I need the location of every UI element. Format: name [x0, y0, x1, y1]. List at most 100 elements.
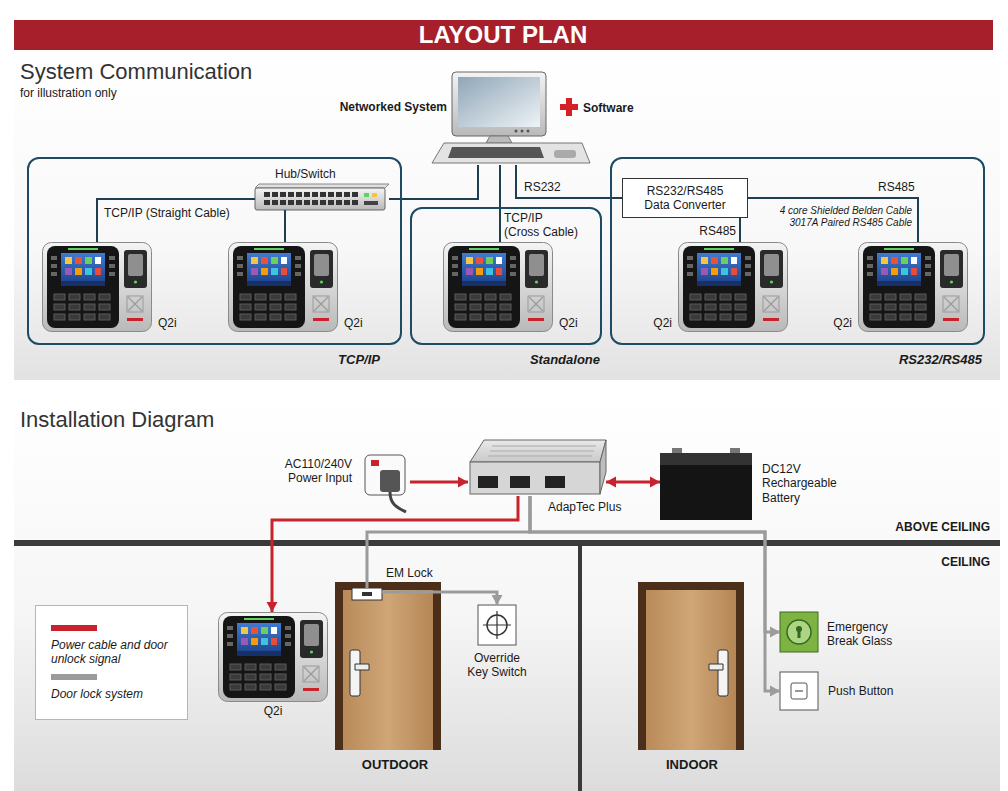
device-node: Q2i [678, 242, 788, 332]
section-heading: Installation Diagram [20, 408, 214, 432]
adaptec-illustration-part [510, 476, 530, 488]
legend-text: Door lock system [51, 687, 179, 701]
indoor-door-part [718, 650, 728, 696]
override-key-switch-illustration-part [478, 605, 516, 645]
computer-illustration-part [432, 143, 590, 163]
break-glass-node: Emergency Break Glass [780, 612, 818, 652]
title-text: LAYOUT PLAN [419, 21, 587, 50]
legend-swatch [51, 625, 97, 631]
computer-illustration-part [515, 130, 518, 133]
connector [530, 496, 780, 638]
computer-illustration-part [448, 147, 544, 158]
em-lock-node: EM Lock [352, 588, 382, 600]
cable-note: 4 core Shielded Belden Cable 3017A Paire… [772, 205, 912, 229]
connector [267, 496, 519, 612]
node-text: Q2i [344, 316, 363, 330]
indoor-door-part [646, 590, 736, 750]
connector-line [367, 496, 530, 588]
hub-switch-node: Hub/Switch [255, 184, 389, 210]
section-grounds [14, 52, 1000, 791]
battery-illustration-part [660, 465, 752, 520]
node-text: Hub/Switch [275, 167, 336, 181]
edge-label: TCP/IP (Straight Cable) [104, 206, 230, 220]
node-text: Networked System [340, 100, 447, 114]
software-cross [560, 98, 578, 116]
node-text: Emergency Break Glass [827, 620, 907, 649]
push-button-illustration-part [791, 683, 807, 699]
computer-illustration [432, 72, 590, 163]
indoor-door-part [638, 582, 744, 750]
push-button-illustration-part [795, 690, 803, 691]
outdoor-door-part [355, 664, 369, 670]
connector [382, 592, 503, 605]
ceiling-bar-part [578, 546, 582, 791]
zone-label: CEILING [941, 555, 990, 569]
q2i-devices-part [229, 243, 338, 332]
power-socket-illustration [365, 455, 406, 512]
computer-illustration-part [486, 136, 512, 143]
node-text: RS232/RS485 Data Converter [635, 184, 735, 213]
override-key-switch-illustration [478, 605, 516, 645]
node-text: Q2i [264, 704, 283, 718]
hub-switch-illustration-part [255, 188, 385, 210]
legend-box: Power cable and door unlock signalDoor l… [35, 605, 188, 720]
converter-box: RS232/RS485 Data Converter [622, 178, 748, 218]
push-button-node: Push Button [780, 672, 818, 710]
zone-label: ABOVE CEILING [895, 520, 990, 534]
connector-line [382, 592, 497, 605]
arrowhead [458, 477, 468, 488]
adaptec-node: AdapTec Plus [468, 440, 606, 496]
node-text: Software [583, 101, 634, 115]
adaptec-illustration-part [470, 440, 606, 462]
node-text: EM Lock [386, 566, 433, 580]
computer-node: Networked SystemSoftware [430, 72, 590, 165]
q2i-devices-part [859, 243, 968, 332]
push-button-illustration [780, 672, 818, 710]
node-text: AC110/240V Power Input [272, 457, 352, 486]
connector-line [530, 496, 780, 691]
section-grounds-part [14, 52, 1000, 380]
legend-swatch [51, 674, 97, 680]
node-text: TCP/IP [338, 352, 380, 368]
node-text: Q2i [158, 316, 177, 330]
edge-label: RS232 [524, 180, 561, 194]
hub-switch-illustration-part [364, 201, 378, 205]
software-cross-part [560, 104, 578, 110]
connector-line [284, 210, 286, 242]
adaptec-illustration-part [478, 476, 498, 488]
connector [516, 165, 622, 198]
arrowhead [492, 595, 503, 605]
em-lock-illustration-part [352, 588, 382, 600]
section-grounds-part [14, 395, 1000, 791]
hub-switch-illustration-part [264, 192, 358, 205]
node-text: AdapTec Plus [548, 500, 621, 514]
arrowhead [650, 477, 660, 488]
connector [530, 496, 780, 697]
adaptec-illustration-part [470, 462, 600, 494]
q2i-devices-part [43, 243, 152, 332]
device-node: Q2i [42, 242, 152, 332]
break-glass-illustration-part [780, 612, 818, 652]
edge-label: RS485 [699, 224, 736, 238]
power-socket-illustration-part [380, 470, 400, 492]
indoor-door-part [709, 664, 723, 670]
ceiling-bar [14, 540, 1000, 791]
break-glass-illustration-part [787, 620, 811, 644]
power-socket-illustration-part [371, 460, 379, 466]
title-band [14, 20, 993, 50]
connector [410, 477, 468, 488]
connector-line [272, 496, 518, 612]
connector-line [97, 199, 255, 242]
em-lock-illustration [352, 588, 382, 600]
node-text: Standalone [530, 352, 600, 368]
outdoor-door-part [343, 590, 433, 750]
node-text: Q2i [653, 316, 672, 330]
section-heading: System Communication [20, 60, 252, 84]
ceiling-bar-part [14, 540, 1000, 546]
arrowhead [606, 477, 616, 488]
edge-label: TCP/IP (Cross Cable) [504, 211, 580, 240]
connector-line [499, 165, 501, 242]
connector [97, 199, 255, 242]
connector [748, 198, 918, 242]
